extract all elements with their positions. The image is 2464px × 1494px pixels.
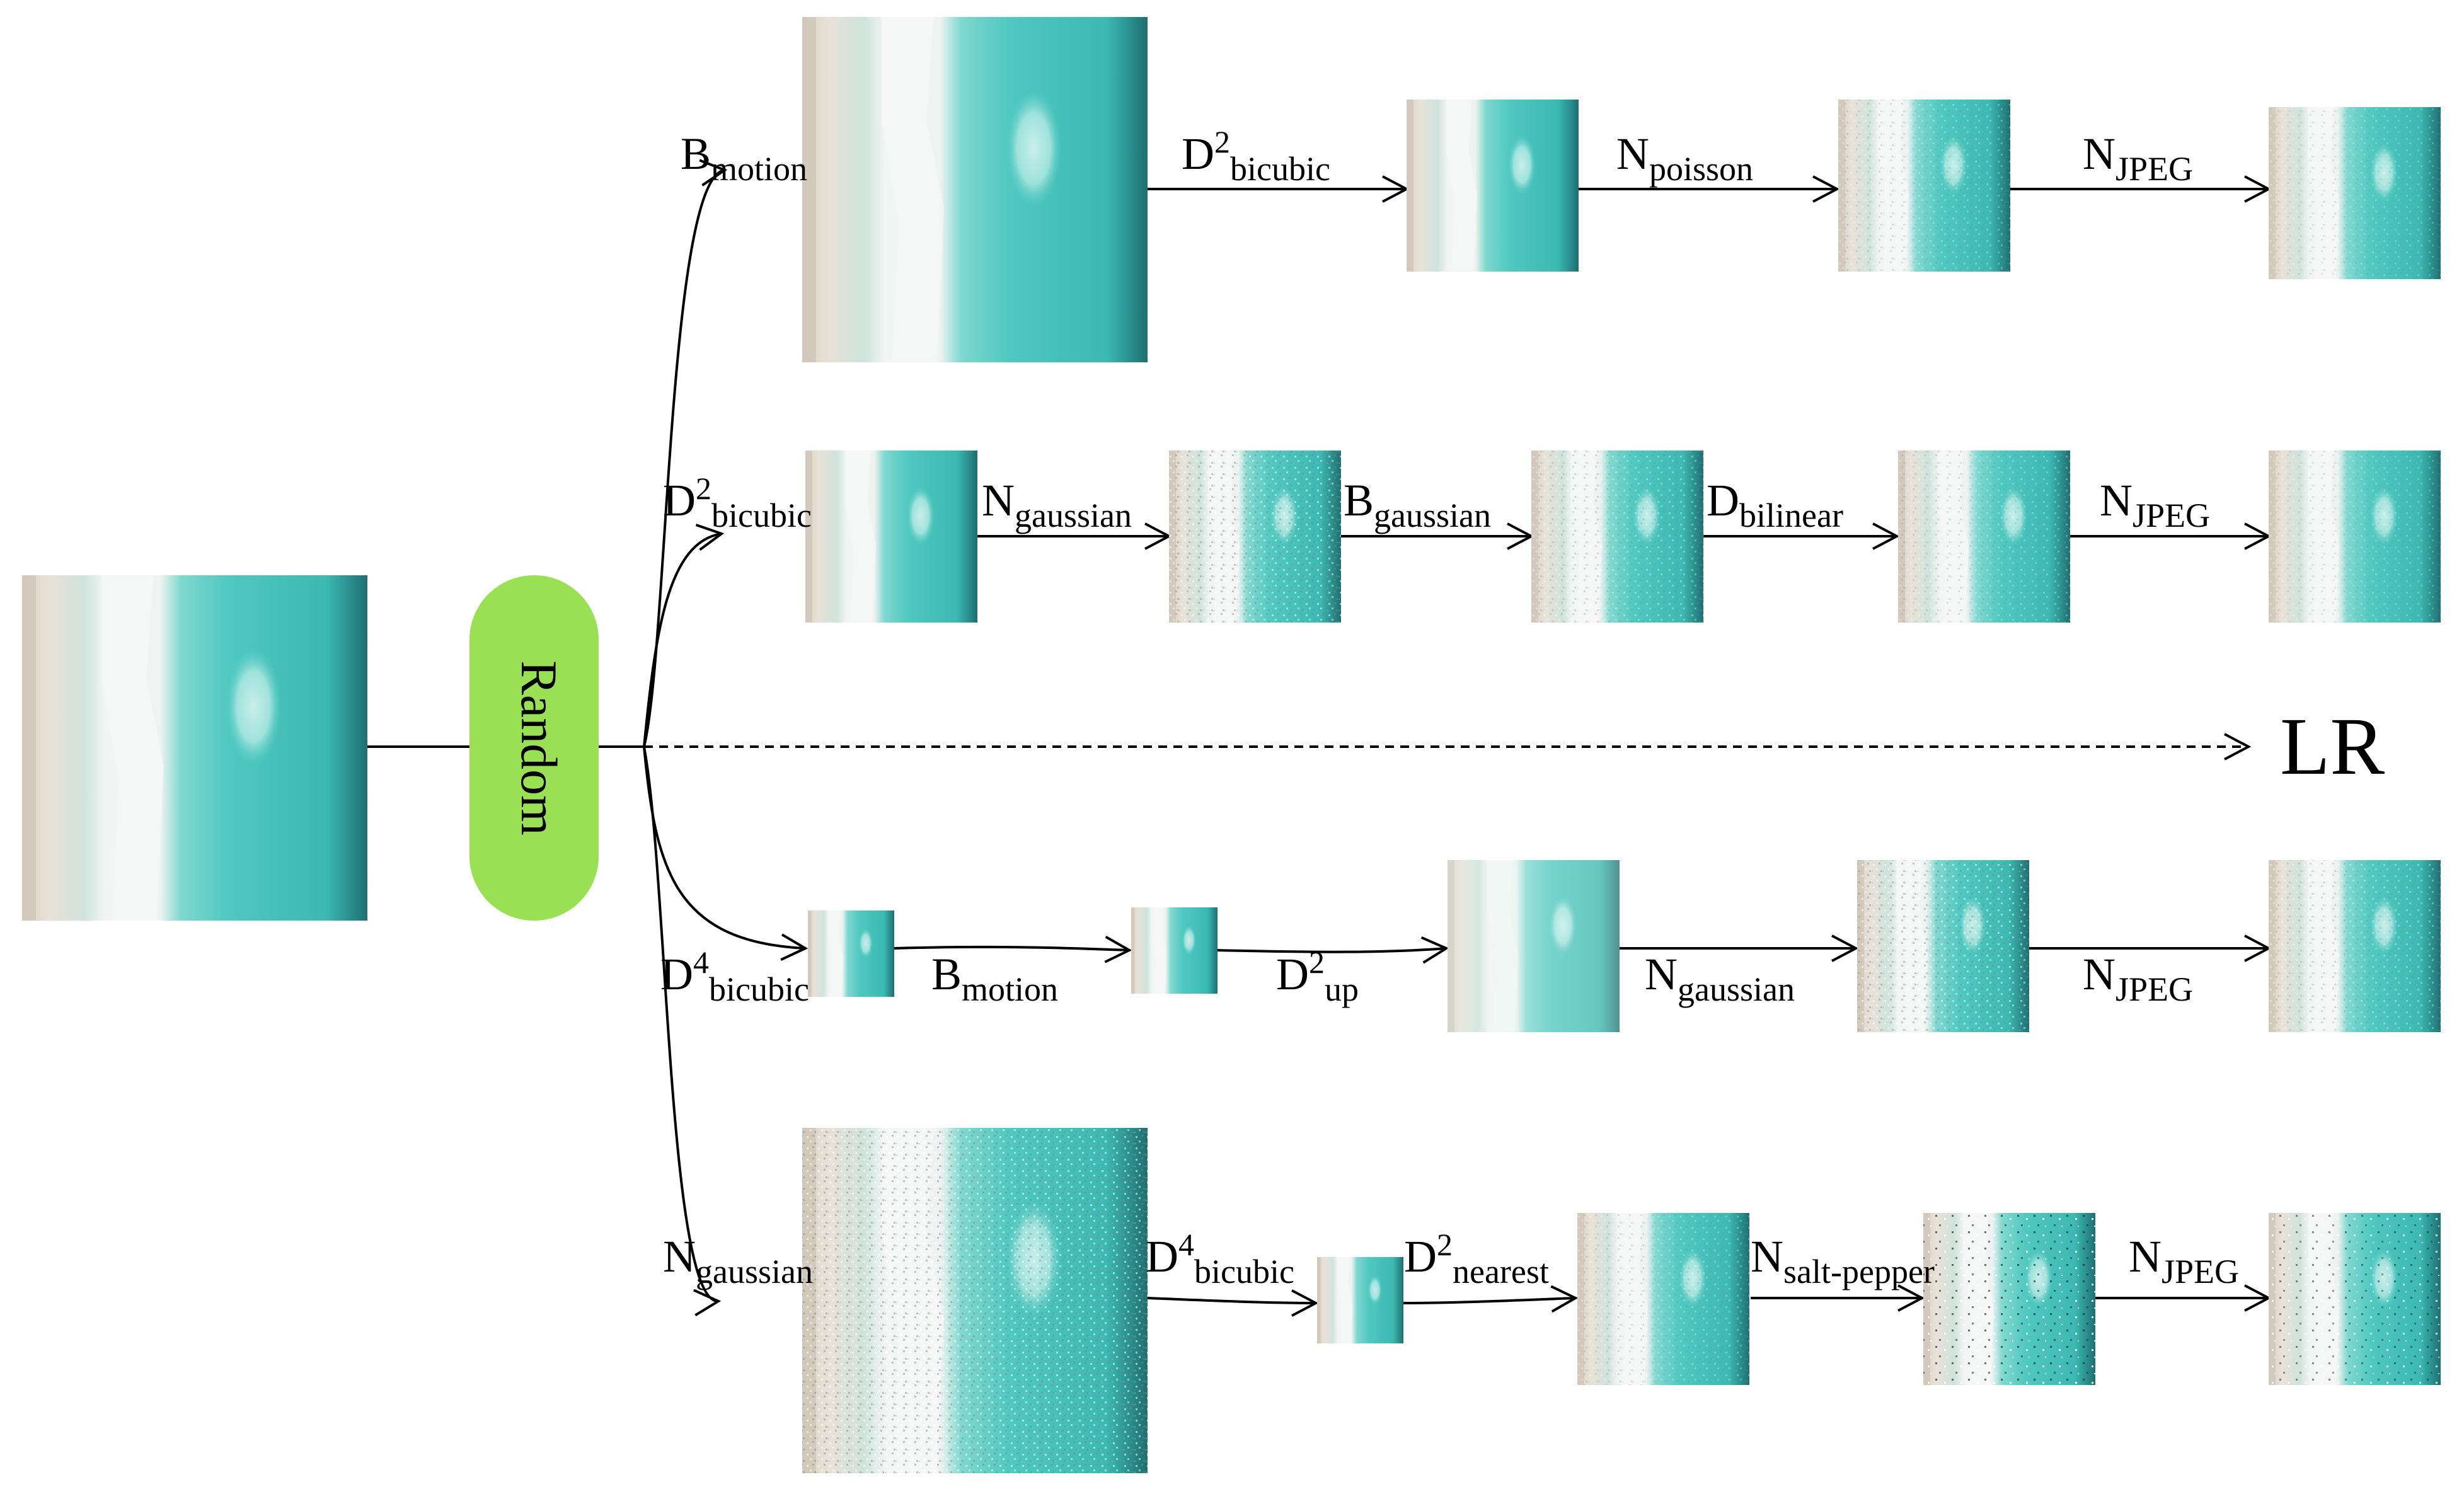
- branch-1-images: [802, 17, 2441, 362]
- branch-2-images: [805, 451, 2441, 623]
- branch-1-step-1-label: D2bicubic: [1182, 124, 1330, 188]
- branch-1-step-2-label: Npoisson: [1616, 129, 1753, 188]
- branch-4-step-1-label: D4bicubic: [1146, 1227, 1294, 1290]
- random-label: Random: [510, 660, 568, 836]
- hr-input-image: [22, 575, 367, 921]
- branch-4-image-2: [1317, 1257, 1403, 1343]
- branch-1-entry-label: Bmotion: [681, 129, 807, 188]
- branch-4-step-2-label: D2nearest: [1404, 1227, 1549, 1290]
- branch-2-step-2-label: Bgaussian: [1344, 475, 1491, 534]
- branch-4-entry-label: Ngaussian: [663, 1231, 813, 1290]
- branch-3-step-3-label: Ngaussian: [1645, 949, 1795, 1008]
- operation-labels: Bmotion D2bicubic Npoisson NJPEG D2bicub…: [660, 124, 2239, 1290]
- random-node: Random: [469, 575, 599, 921]
- branch-4-step-4-label: NJPEG: [2129, 1231, 2239, 1290]
- branch-3-step-2-label: D2up: [1276, 945, 1359, 1008]
- branch-1-image-2: [1407, 100, 1579, 272]
- branch-2-step-1-label: Ngaussian: [982, 475, 1132, 534]
- branch-3-image-2: [1131, 907, 1218, 994]
- lr-output-label: LR: [2280, 701, 2385, 792]
- connectors: [367, 159, 2272, 1317]
- branch-1-image-1: [802, 17, 1148, 362]
- branch-2-step-3-label: Dbilinear: [1707, 475, 1843, 534]
- branch-3-step-4-label: NJPEG: [2083, 949, 2193, 1008]
- branch-1-step-3-label: NJPEG: [2083, 129, 2193, 188]
- branch-2-image-1: [805, 451, 977, 623]
- branch-4-images: [802, 1128, 2441, 1473]
- branch-3-step-1-label: Bmotion: [931, 949, 1058, 1008]
- branch-2-step-4-label: NJPEG: [2100, 475, 2210, 534]
- branch-3-entry-label: D4bicubic: [660, 945, 809, 1008]
- branch-3-image-1: [808, 911, 894, 997]
- branch-4-step-3-label: Nsalt-pepper: [1751, 1231, 1935, 1290]
- branch-2-entry-label: D2bicubic: [663, 471, 812, 534]
- branch-3-images: [808, 860, 2441, 1032]
- random-node-pill: [469, 575, 599, 921]
